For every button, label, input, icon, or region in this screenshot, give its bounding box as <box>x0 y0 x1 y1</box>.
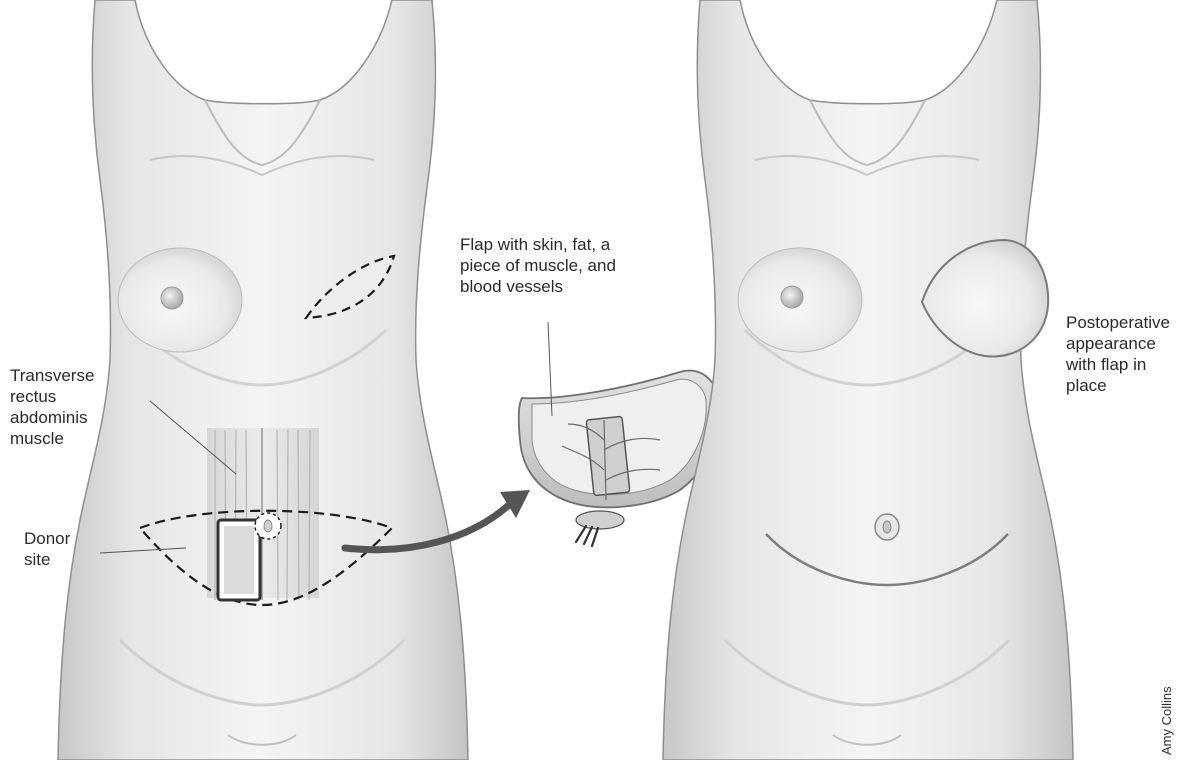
transverse-label-line-2: rectus <box>10 386 94 407</box>
postop-label-line-4: place <box>1066 375 1170 396</box>
transverse-label-line-4: muscle <box>10 428 94 449</box>
donor-label-line-2: site <box>24 549 70 570</box>
right-torso-body <box>663 0 1073 760</box>
postop-label-line-2: appearance <box>1066 333 1170 354</box>
left-umbilicus <box>264 520 272 532</box>
right-umbilicus <box>883 521 891 533</box>
flap-label-line-3: blood vessels <box>460 276 616 297</box>
postoperative-label: Postoperative appearance with flap in pl… <box>1066 312 1170 396</box>
flap-label-line-1: Flap with skin, fat, a <box>460 234 616 255</box>
left-torso-body <box>58 0 468 760</box>
transverse-label-line-1: Transverse <box>10 365 94 386</box>
arrow-donor-to-flap-head <box>500 490 530 518</box>
harvested-muscle-inner <box>224 526 254 594</box>
flap-muscle-piece <box>586 416 630 495</box>
postop-label-line-1: Postoperative <box>1066 312 1170 333</box>
transverse-label-line-3: abdominis <box>10 407 94 428</box>
flap-pedicle <box>576 511 624 529</box>
artist-credit: Amy Collins <box>1159 686 1174 755</box>
flap-label-line-2: piece of muscle, and <box>460 255 616 276</box>
postop-label-line-3: with flap in <box>1066 354 1170 375</box>
left-torso-nipple <box>161 287 183 309</box>
flap-label: Flap with skin, fat, a piece of muscle, … <box>460 234 616 297</box>
right-torso <box>663 0 1073 760</box>
transverse-rectus-label: Transverse rectus abdominis muscle <box>10 365 94 449</box>
right-torso-nipple <box>781 286 803 308</box>
left-torso <box>58 0 468 760</box>
donor-site-label: Donor site <box>24 528 70 570</box>
donor-label-line-1: Donor <box>24 528 70 549</box>
